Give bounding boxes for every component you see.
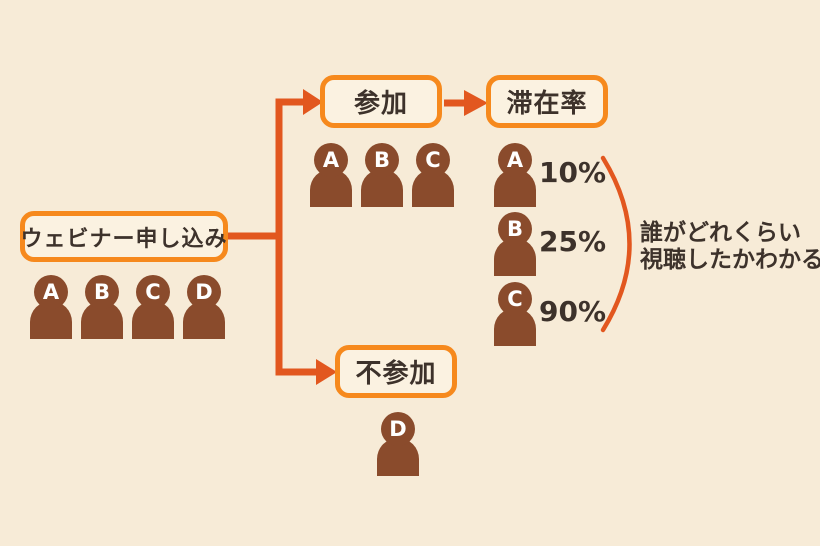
retention-rate-value: 10%: [539, 156, 607, 189]
person-label: C: [145, 279, 161, 304]
person-head: D: [381, 412, 415, 446]
attend-people: A B C: [310, 143, 454, 207]
annotation-text: 誰がどれくらい 視聴したかわかる: [640, 220, 820, 274]
person-head: C: [498, 282, 532, 316]
person-head: B: [85, 275, 119, 309]
person-icon: B: [361, 143, 403, 207]
person-head: A: [498, 143, 532, 177]
person-icon: C: [132, 275, 174, 339]
person-label: B: [373, 147, 390, 172]
person-head: B: [365, 143, 399, 177]
absent-box: 不参加: [335, 345, 457, 398]
annotation-line-2: 視聴したかわかる: [640, 247, 820, 273]
retention-rate-value: 90%: [539, 295, 607, 328]
attend-box: 参加: [320, 75, 442, 128]
person-label: B: [506, 216, 523, 241]
absent-arrowhead-icon: [316, 359, 337, 385]
person-head: B: [498, 212, 532, 246]
signup-box: ウェビナー申し込み: [20, 211, 228, 262]
retention-arrowhead-icon: [464, 90, 488, 116]
person-icon: B: [494, 212, 536, 276]
retention-rate-value: 25%: [539, 225, 607, 258]
retention-label: 滞在率: [506, 89, 588, 119]
signup-people: A B C D: [30, 275, 225, 339]
person-head: A: [314, 143, 348, 177]
bracket-curve: [600, 155, 632, 333]
person-head: C: [136, 275, 170, 309]
person-icon: A: [30, 275, 72, 339]
person-head: C: [416, 143, 450, 177]
person-label: D: [389, 416, 407, 441]
person-label: A: [42, 279, 60, 304]
person-label: A: [506, 147, 524, 172]
person-icon: A: [494, 143, 536, 207]
attend-label: 参加: [353, 89, 408, 119]
person-head: D: [187, 275, 221, 309]
person-label: C: [507, 286, 523, 311]
signup-label: ウェビナー申し込み: [20, 226, 228, 252]
person-icon: C: [412, 143, 454, 207]
person-label: D: [195, 279, 213, 304]
person-icon: A: [310, 143, 352, 207]
person-head: A: [34, 275, 68, 309]
person-label: B: [93, 279, 110, 304]
absent-label: 不参加: [355, 359, 437, 389]
person-icon: D: [377, 412, 419, 476]
person-icon: D: [183, 275, 225, 339]
person-label: A: [322, 147, 340, 172]
person-icon: C: [494, 282, 536, 346]
annotation-line-1: 誰がどれくらい: [640, 220, 801, 246]
person-icon: B: [81, 275, 123, 339]
retention-box: 滞在率: [486, 75, 608, 128]
person-label: C: [425, 147, 441, 172]
